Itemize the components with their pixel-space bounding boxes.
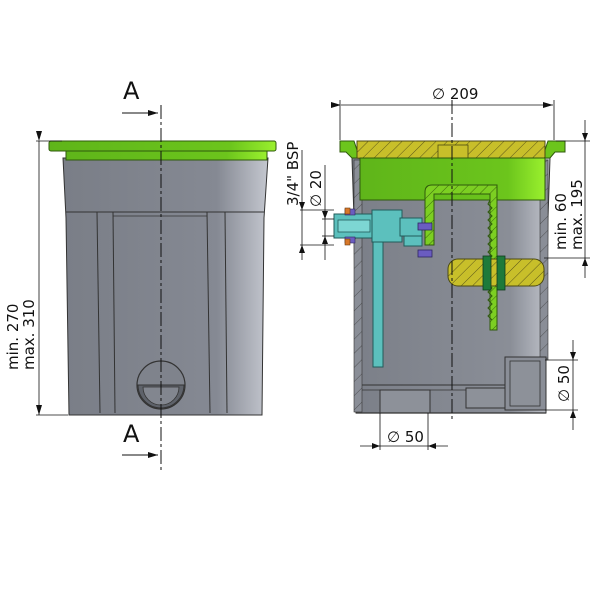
lid-body [65,150,268,161]
side-outlet-diameter-label: ∅ 50 [555,365,573,402]
section-view: ∅ 209 3/4" BSP ∅ 20 min. 60 max. 195 ∅ 5… [284,85,590,450]
float-arm [424,184,498,331]
height-max-label: max. 310 [20,299,38,370]
float [447,258,545,287]
float-max-label: max. 195 [568,179,586,250]
lid-flange [48,140,277,152]
section-marker-bottom: A [123,420,140,448]
diameter-20-label: ∅ 20 [307,170,325,207]
section-marker-top: A [123,77,140,105]
discharge-tube [372,241,384,368]
front-view: A A min. 270 max. 310 [4,77,277,470]
bsp-thread-label: 3/4" BSP [284,142,302,206]
height-min-label: min. 270 [4,304,22,370]
diameter-209-label: ∅ 209 [432,85,478,103]
float-min-label: min. 60 [552,193,570,250]
inlet-valve [333,207,433,368]
bottom-outlet-diameter-label: ∅ 50 [387,428,424,446]
